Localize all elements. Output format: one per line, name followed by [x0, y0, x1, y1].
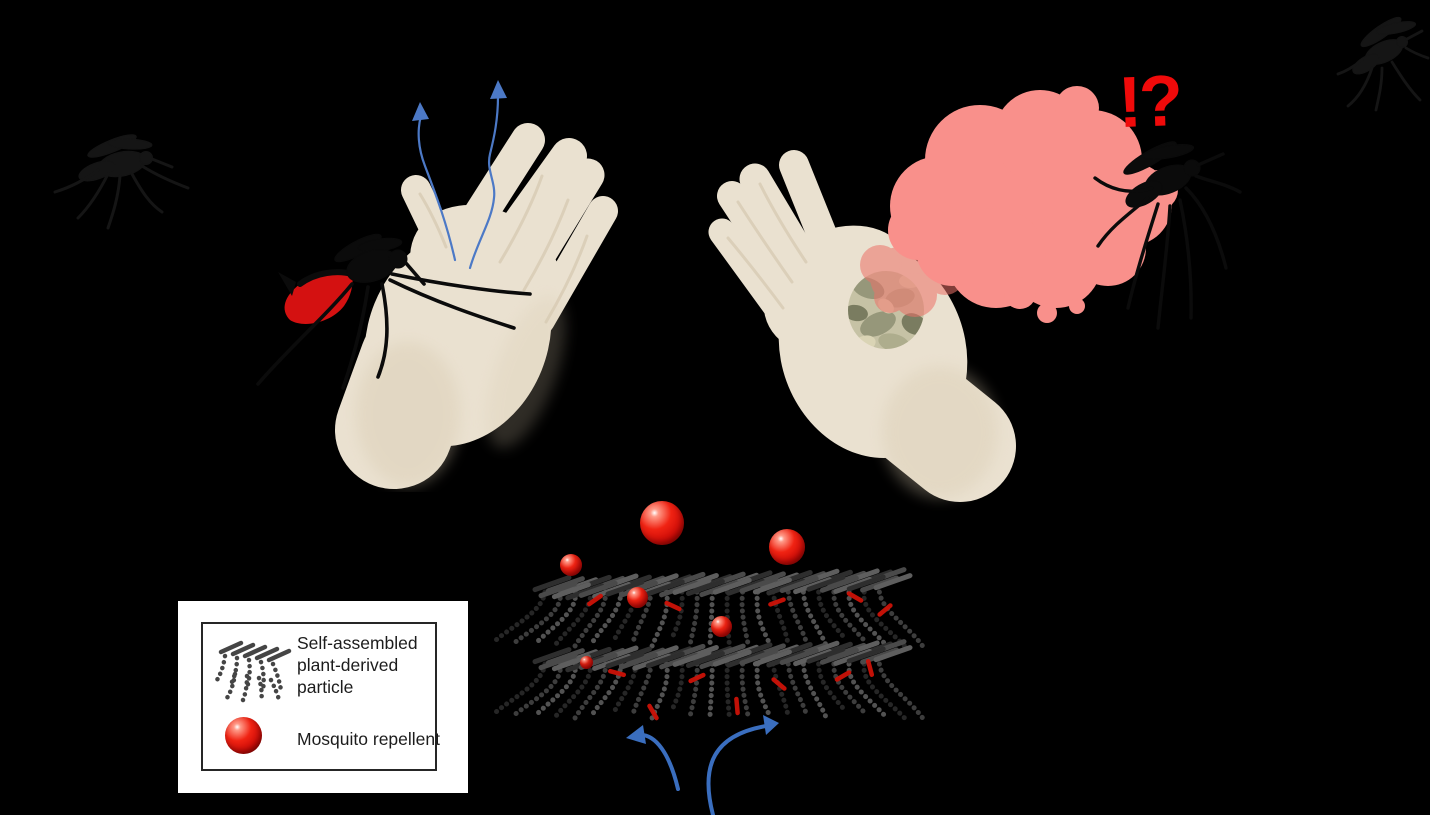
repellent-sphere-icon	[225, 717, 262, 754]
alert-exclamation: !?	[1116, 60, 1182, 144]
hand-shading	[356, 174, 589, 486]
particle-cluster-icon	[214, 640, 292, 705]
repellent-sphere	[560, 554, 582, 576]
arrow-up-icon	[412, 102, 429, 121]
legend-panel: Self-assembled plant-derived particle Mo…	[178, 601, 468, 793]
repellent-sphere-embedded	[627, 587, 648, 608]
blood-abdomen	[284, 272, 353, 324]
odor-plume-arrows-icon	[412, 80, 507, 270]
repellent-sphere	[769, 529, 805, 565]
arrow-right-icon	[763, 715, 779, 735]
repellent-sphere-embedded	[711, 616, 732, 637]
particle-bilayer-illustration	[493, 567, 927, 723]
mosquito-approaching-icon	[53, 134, 190, 230]
legend-label-repellent: Mosquito repellent	[297, 729, 440, 749]
arrow-left-icon	[626, 725, 646, 744]
repellent-vapor-cloud	[888, 86, 1178, 323]
mosquito-repelled-icon	[1093, 141, 1242, 330]
proboscis	[1196, 152, 1225, 167]
legend-box: Self-assembled plant-derived particle Mo…	[201, 622, 440, 771]
arrow-up-icon	[490, 80, 507, 99]
release-arrows-icon	[626, 715, 779, 815]
mosquito-biting-icon	[256, 233, 532, 390]
repellent-sphere-embedded	[580, 656, 593, 669]
legend-label-particle: Self-assembled plant-derived particle	[297, 633, 418, 697]
repellent-sphere	[640, 501, 684, 545]
mosquito-fleeing-icon	[1336, 16, 1430, 112]
